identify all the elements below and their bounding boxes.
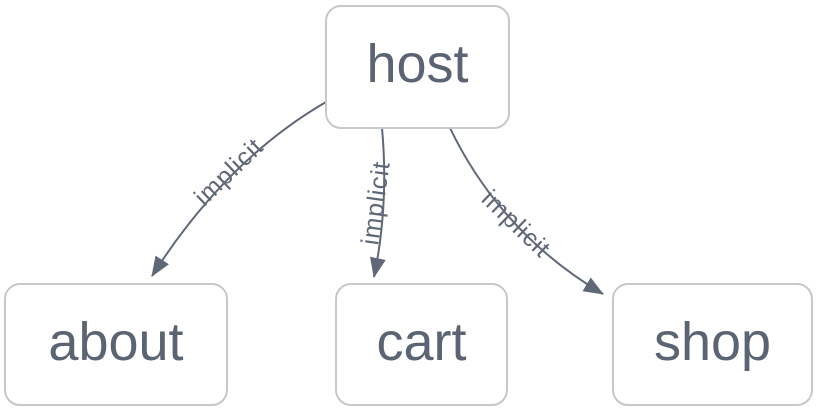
edge-host-cart [370, 127, 386, 278]
edge-label-host-shop: implicit [476, 185, 556, 264]
node-about: about [4, 283, 228, 406]
node-shop-label: shop [653, 311, 772, 372]
edge-label-host-about: implicit [189, 133, 269, 212]
edge-host-shop [449, 127, 604, 295]
node-host-label: host [366, 34, 469, 94]
node-cart: cart [335, 283, 508, 406]
edge-label-host-cart: implicit [356, 159, 395, 246]
node-host: host [325, 5, 510, 129]
edge-host-about [151, 101, 327, 277]
node-cart-label: cart [376, 311, 467, 372]
node-shop: shop [612, 283, 813, 406]
node-about-label: about [48, 311, 184, 372]
